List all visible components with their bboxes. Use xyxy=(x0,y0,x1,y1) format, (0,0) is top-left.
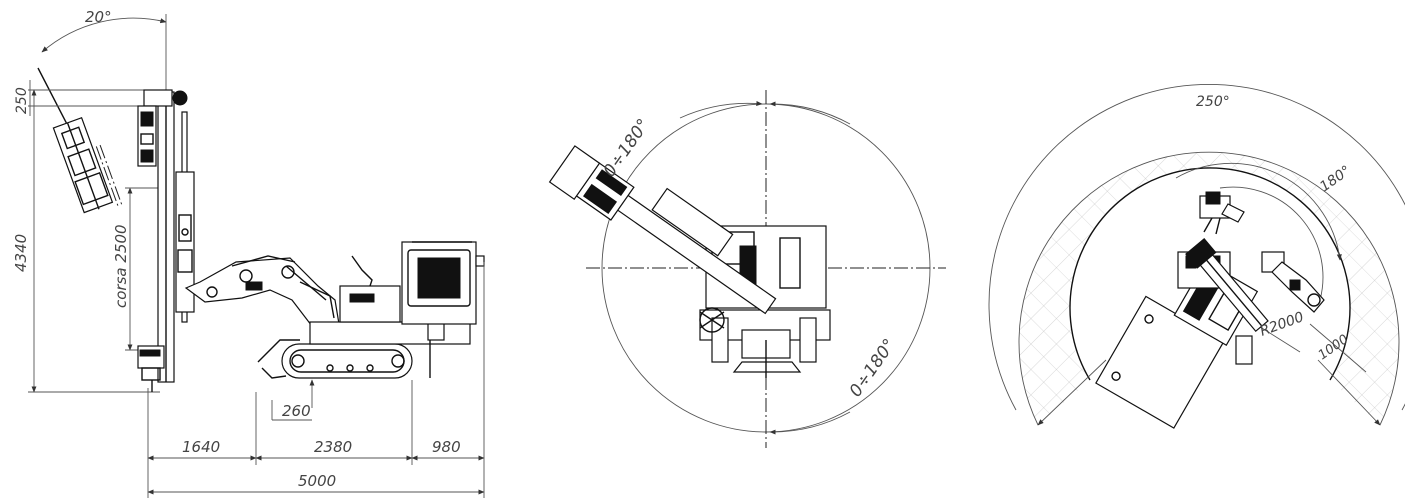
carrier xyxy=(257,255,471,379)
dim-radius: R2000 xyxy=(1258,309,1306,340)
dim-track-length: 2380 xyxy=(314,438,352,456)
outer-arc-250 xyxy=(1018,151,1400,426)
inner-arc-180 xyxy=(1219,186,1324,301)
tilted-drill-head xyxy=(52,116,123,214)
dim-total-height: 4340 xyxy=(12,234,30,272)
dim-stroke: corsa 2500 xyxy=(112,224,130,308)
dim-front-length: 1640 xyxy=(182,438,220,456)
side-view: 20° 250 4340 corsa 2500 260 1640 2380 98… xyxy=(12,8,485,498)
dim-rotation-left: 0÷180° xyxy=(600,115,654,181)
operator-cab xyxy=(401,241,485,325)
boom-coverage xyxy=(1185,237,1269,333)
tilted-axis-line xyxy=(37,67,71,131)
boom-head-right xyxy=(1261,251,1325,313)
dim-outer-arc: 250° xyxy=(1196,94,1230,110)
dim-ground-clearance: 260 xyxy=(282,402,311,420)
mast xyxy=(157,91,195,383)
top-view: 0÷180° 0÷180° xyxy=(548,90,946,448)
top-drill-head xyxy=(137,89,188,167)
dim-inner-arc: 180° xyxy=(1317,163,1354,195)
bottom-bit xyxy=(137,345,165,392)
coverage-view: 250° 180° R2000 1000 xyxy=(988,83,1405,429)
tilt-arc xyxy=(41,17,167,53)
coverage-hatch xyxy=(1019,152,1399,425)
inner-boundary xyxy=(1069,167,1351,381)
bit-top xyxy=(699,307,725,333)
dim-rear-length: 980 xyxy=(432,438,461,456)
dim-top-offset: 250 xyxy=(14,87,30,114)
boom-head-left xyxy=(1199,191,1245,235)
dim-tilt-angle: 20° xyxy=(85,8,112,26)
machine-coverage xyxy=(1095,260,1259,429)
dim-total-length: 5000 xyxy=(298,472,336,490)
dim-rotation-right: 0÷180° xyxy=(846,335,900,401)
boom-top xyxy=(548,145,777,315)
